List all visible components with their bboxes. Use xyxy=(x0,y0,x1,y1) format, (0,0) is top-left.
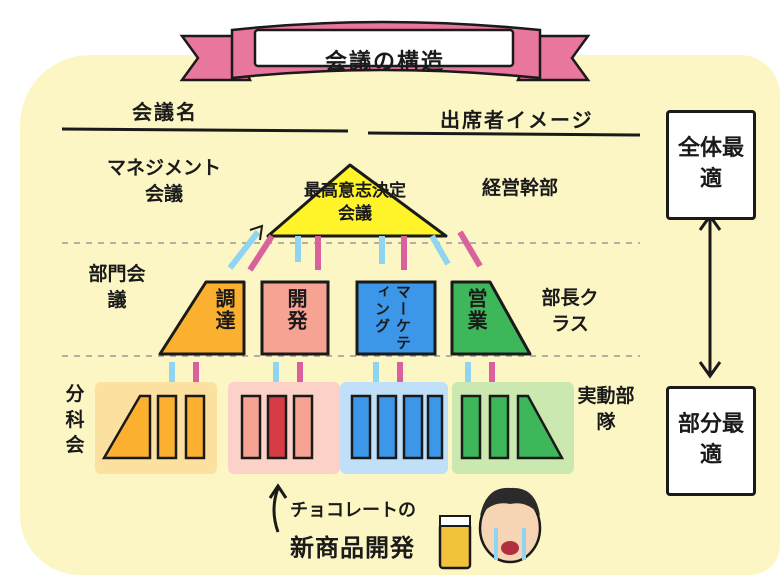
dept-shape-development xyxy=(260,280,330,356)
meeting-label-subcommittee: 分科会 xyxy=(65,383,85,457)
annotation-chocolate: チョコレートの xyxy=(290,500,416,521)
dept-label-marketing: マーケティング xyxy=(373,284,412,352)
header-meeting-name: 会議名 xyxy=(132,100,198,124)
diagram-title: 会議の構造 xyxy=(324,50,445,75)
team-procurement-1 xyxy=(101,394,152,460)
title-ribbon xyxy=(179,20,591,82)
dept-label-development: 開発 xyxy=(284,288,308,332)
scale-box-partial-optimization: 部分最適 xyxy=(666,386,756,496)
attendee-label-field-teams: 実動部隊 xyxy=(577,385,635,433)
annotation-pointer xyxy=(272,487,280,533)
team-marketing-3 xyxy=(402,394,424,460)
dept-shape-procurement xyxy=(158,280,246,356)
team-sales-3 xyxy=(516,394,565,460)
dept-shape-marketing xyxy=(355,280,437,356)
scale-box-overall-optimization: 全体最適 xyxy=(666,110,756,220)
header-attendee-image: 出席者イメージ xyxy=(440,108,594,132)
team-procurement-2 xyxy=(156,394,178,460)
top-decision-triangle xyxy=(266,163,448,238)
dept-team-arrows xyxy=(169,362,495,388)
header-underline-right xyxy=(367,131,641,137)
team-marketing-1 xyxy=(350,394,372,460)
team-sales-2 xyxy=(488,394,510,460)
attendee-label-managers: 部長クラス xyxy=(541,287,599,335)
header-underline-left xyxy=(61,127,349,133)
meeting-label-management: マネジメント会議 xyxy=(106,157,221,205)
meeting-label-department: 部門会議 xyxy=(88,263,146,311)
top-node-label: 最高意志決定会議 xyxy=(304,181,406,224)
team-marketing-4 xyxy=(426,394,444,460)
team-development-highlight xyxy=(266,394,288,460)
team-sales-1 xyxy=(460,394,482,460)
dept-shape-sales xyxy=(450,280,532,356)
top-dept-arrows xyxy=(227,224,483,272)
crying-character-illustration xyxy=(438,487,542,570)
dept-label-sales: 営業 xyxy=(464,288,488,332)
dept-label-procurement: 調達 xyxy=(212,288,236,332)
attendee-label-executives: 経営幹部 xyxy=(481,177,558,199)
team-development-1 xyxy=(240,394,262,460)
annotation-new-product: 新商品開発 xyxy=(290,534,415,562)
team-marketing-2 xyxy=(376,394,398,460)
team-development-3 xyxy=(292,394,314,460)
team-procurement-3 xyxy=(184,394,206,460)
